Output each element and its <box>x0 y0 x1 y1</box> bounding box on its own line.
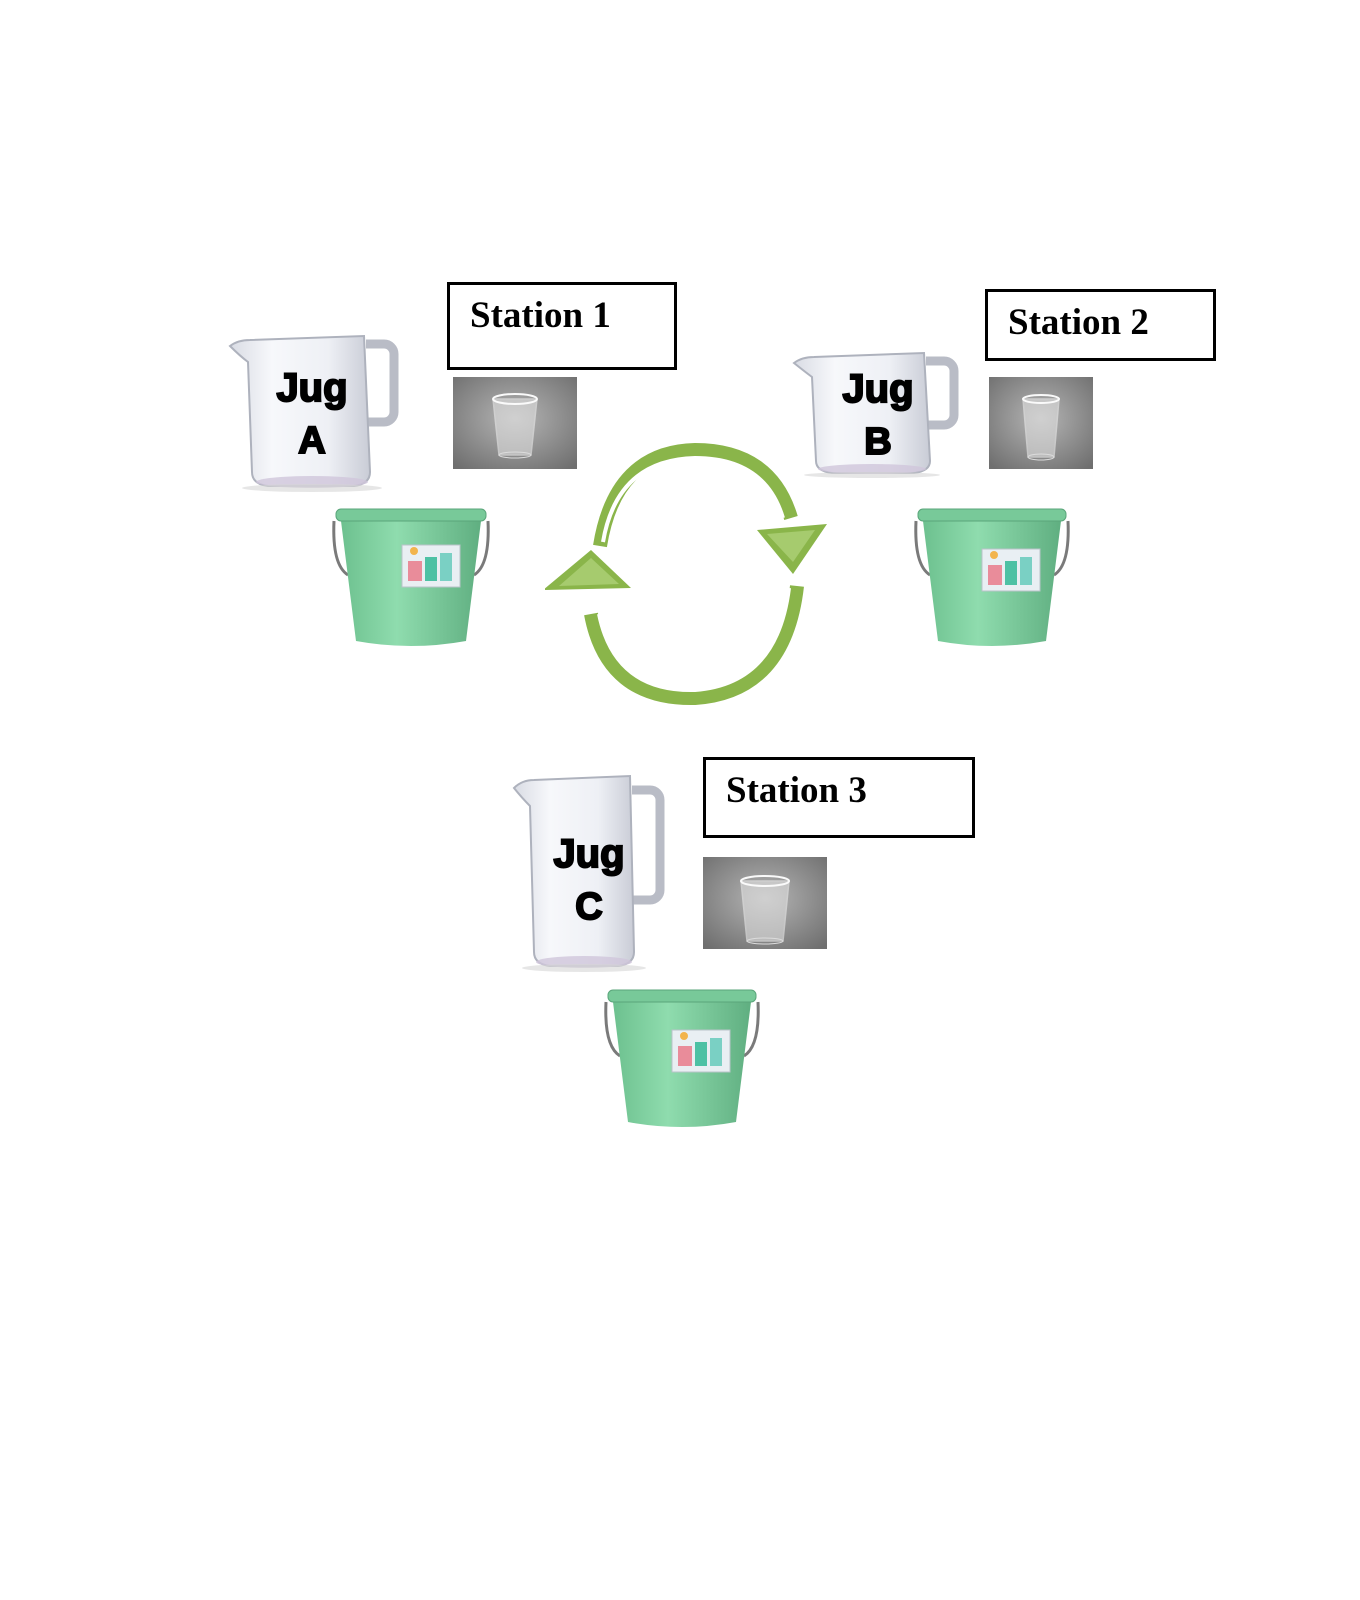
plastic-cup-icon <box>989 377 1093 469</box>
jug-b: Jug B <box>792 351 968 479</box>
bucket-2 <box>912 505 1072 651</box>
jug-c: Jug C <box>512 772 682 972</box>
cup-3-photo <box>703 857 827 949</box>
cycle-arrows <box>545 438 845 716</box>
cup-1-photo <box>453 377 577 469</box>
jug-a-word: Jug <box>275 366 348 410</box>
bucket-3 <box>602 986 762 1132</box>
station-2-label: Station 2 <box>985 289 1216 361</box>
jug-b-letter: B <box>863 421 892 463</box>
plastic-cup-icon <box>453 377 577 469</box>
station-1-label: Station 1 <box>447 282 677 370</box>
station-1-label-text: Station 1 <box>470 295 611 336</box>
cup-2-photo <box>989 377 1093 469</box>
bucket-icon <box>914 508 1070 646</box>
bucket-icon <box>604 989 760 1127</box>
jug-a-letter: A <box>297 420 326 462</box>
cycle-arrows-icon <box>545 442 827 706</box>
jug-c-letter: C <box>574 886 603 928</box>
bucket-1 <box>330 505 492 651</box>
bucket-icon <box>332 508 490 646</box>
station-3-label: Station 3 <box>703 757 975 838</box>
jug-a-icon <box>228 334 399 492</box>
jug-c-icon <box>512 774 665 972</box>
jug-b-icon <box>792 351 959 478</box>
jug-b-word: Jug <box>841 367 914 411</box>
station-2-label-text: Station 2 <box>1008 302 1149 343</box>
station-3-label-text: Station 3 <box>726 770 867 811</box>
plastic-cup-icon <box>703 857 827 949</box>
jug-a: Jug A <box>228 332 408 492</box>
jug-c-word: Jug <box>552 832 625 876</box>
